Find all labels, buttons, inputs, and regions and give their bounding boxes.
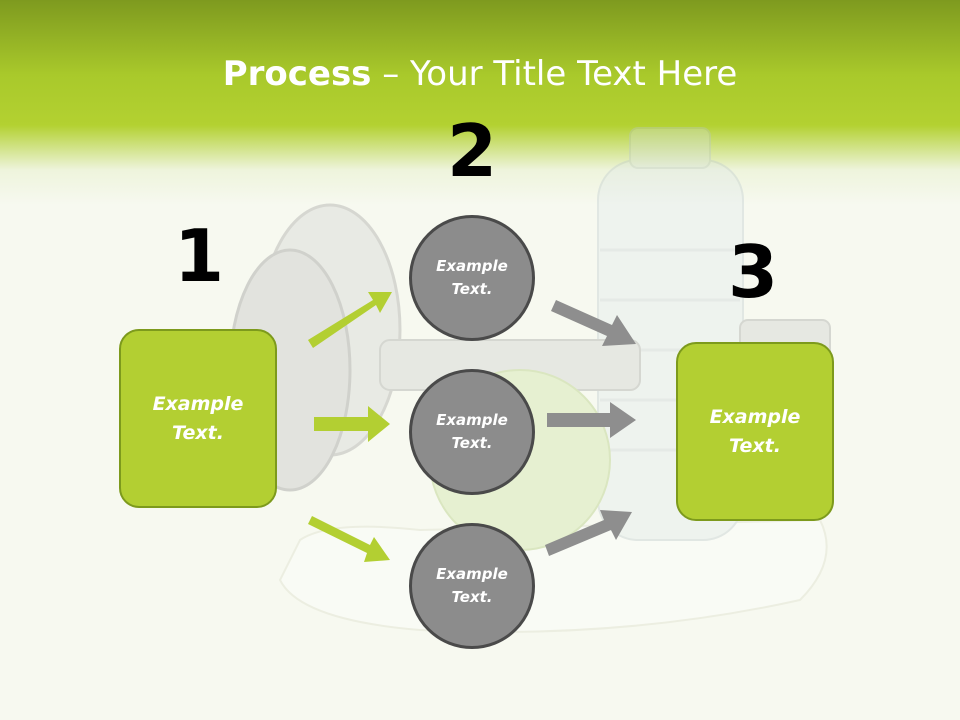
circle-top-line2: Text. [451,280,493,298]
circle-middle-line1: Example [436,411,508,429]
step-number-3: 3 [727,230,779,314]
circle-top-line1: Example [436,257,508,275]
process-circle-bottom: Example Text. [409,523,535,649]
title-rest: – Your Title Text Here [371,54,738,94]
arrow-gray-right-down-icon [551,300,636,346]
left-box-line2: Text. [172,421,224,444]
arrow-right-icon [314,406,390,442]
title-bold: Process [222,54,372,94]
page-title: Process – Your Title Text Here [0,52,960,96]
circle-bottom-line1: Example [436,565,508,583]
left-process-box: Example Text. [119,329,277,508]
arrow-right-up-icon [308,292,392,348]
process-circle-top: Example Text. [409,215,535,341]
step-number-1: 1 [173,214,225,298]
right-box-line2: Text. [729,434,781,457]
right-process-box: Example Text. [676,342,834,521]
arrow-right-down-icon [308,516,390,562]
circle-middle-line2: Text. [451,434,493,452]
circle-bottom-line2: Text. [451,588,493,606]
right-box-line1: Example [709,405,801,428]
process-circle-middle: Example Text. [409,369,535,495]
arrow-gray-right-icon [547,402,636,438]
step-number-2: 2 [446,109,498,193]
left-box-line1: Example [152,392,244,415]
arrow-gray-right-up-icon [545,510,632,556]
